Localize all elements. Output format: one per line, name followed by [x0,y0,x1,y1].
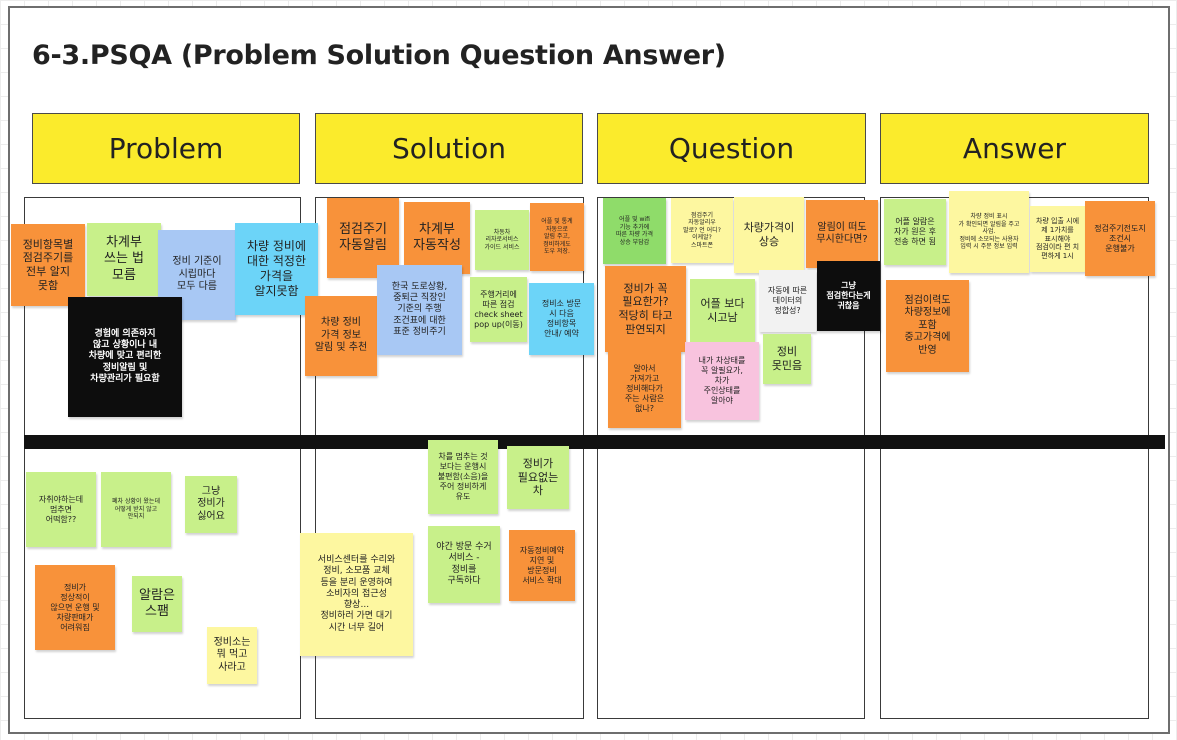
column-solution [315,197,584,719]
sticky-note[interactable]: 한국 도로상황, 중퇴근 직장인 기준의 주행 조건표에 대한 표준 정비주기 [377,265,462,355]
header-problem: Problem [32,113,300,184]
sticky-note[interactable]: 점검주기 자동알리우 말로? 언 어디? 이케알? 스마트폰 [671,198,733,263]
sticky-note[interactable]: 야간 방문 수거 서비스 - 정비를 구독하다 [428,526,500,603]
sticky-note[interactable]: 차량 정비에 대한 적정한 가격을 알지못함 [235,223,318,315]
sticky-note[interactable]: 어플 보다 시고남 [690,279,755,342]
sticky-note[interactable]: 차계부 자동작성 [404,202,470,274]
sticky-note[interactable]: 차량가격이 상승 [734,197,804,273]
header-solution: Solution [315,113,583,184]
sticky-note[interactable]: 점검주기 자동알림 [327,198,399,278]
sticky-note[interactable]: 자취야하는데 멈추면 어떡함?? [26,472,96,547]
sticky-note[interactable]: 정비가 필요없는 차 [507,446,569,509]
sticky-note[interactable]: 차동차 리자로서비스 가이드 서비스 [475,210,529,270]
sticky-note[interactable]: 어플 및 통계 자동으로 알림 주고, 정비하게도 도우 저장. [530,203,584,271]
sticky-note[interactable]: 알아서 가져가고 정비해다가 주는 사람은 없나? [608,350,681,428]
sticky-note[interactable]: 그냥 점검한다는게 귀찮음 [817,261,880,331]
column-problem [24,197,301,719]
sticky-note[interactable]: 정비소는 뭐 먹고 사라고 [207,627,257,684]
sticky-note[interactable]: 자동에 따른 데이터의 정합성? [759,270,816,332]
sticky-note[interactable]: 자동정비예약 지연 및 방문정비 서비스 확대 [509,530,575,601]
sticky-note[interactable]: 어플 알람은 자가 원은 후 전송 하면 됨 [884,199,946,265]
sticky-note[interactable]: 알림이 떠도 무시한다면? [806,200,878,268]
sticky-note[interactable]: 정비 못민음 [763,334,811,384]
sticky-note[interactable]: 정비소 방문 시 다음 정비항목 안내/ 예약 [529,283,594,355]
sticky-note[interactable]: 그냥 정비가 싫어요 [185,476,237,533]
sticky-note[interactable]: 차량 입출 시에 제 1가치를 표시해야 점검이라 편 치 편하게 1시 [1030,206,1085,272]
sticky-note[interactable]: 정비가 정상적이 않으면 운행 및 차량판매가 어려워짐 [35,565,115,650]
sticky-note[interactable]: 내가 차상태를 꼭 알필요가, 차가 주인상태를 알아야 [685,342,759,420]
sticky-note[interactable]: 점검이력도 차량정보에 포함 중고가격에 반영 [886,280,969,372]
sticky-note[interactable]: 차량 정비 표시 가 확인되면 알림을 주고 사업. 정비에 소모되는 사용자 … [949,191,1029,273]
header-answer: Answer [880,113,1149,184]
header-question: Question [597,113,866,184]
sticky-note[interactable]: 알람은 스팸 [132,576,182,632]
page-title: 6-3.PSQA (Problem Solution Question Answ… [32,40,726,71]
sticky-note[interactable]: 정비항목별 점검주기를 전부 알지 못함 [11,224,85,306]
sticky-note[interactable]: 폐차 상황이 왔는데 어떻게 받지 않고 안되지 [101,472,171,547]
sticky-note[interactable]: 정비가 꼭 필요한가? 적당히 타고 판연되지 [605,266,686,352]
column-question [597,197,865,719]
sticky-note[interactable]: 어플 및 wifi 기능 추가에 따른 차량 가격 상승 부담감 [603,198,666,264]
sticky-note[interactable]: 차계부 쓰는 법 모름 [87,223,161,296]
sticky-note[interactable]: 정비 기준이 시립마다 모두 다름 [158,230,236,320]
sticky-note[interactable]: 정검주기전도지 조건시 운행불가 [1085,201,1155,276]
sticky-note[interactable]: 서비스센터를 수리와 정비, 소모품 교체 등을 분리 운영하여 소비자의 접근… [300,533,413,656]
sticky-note[interactable]: 차량 정비 가격 정보 알림 및 추천 [305,296,377,376]
sticky-note[interactable]: 차를 멈추는 것 보다는 운행시 불편함(소음)을 주어 정비하게 유도 [428,440,498,514]
sticky-note[interactable]: 경험에 의존하지 않고 상황이나 내 차량에 맞고 편리한 정비알림 및 차량관… [68,297,182,417]
sticky-note[interactable]: 주행거리에 따른 점검 check sheet pop up(이동) [470,277,527,342]
section-divider [24,435,1165,449]
